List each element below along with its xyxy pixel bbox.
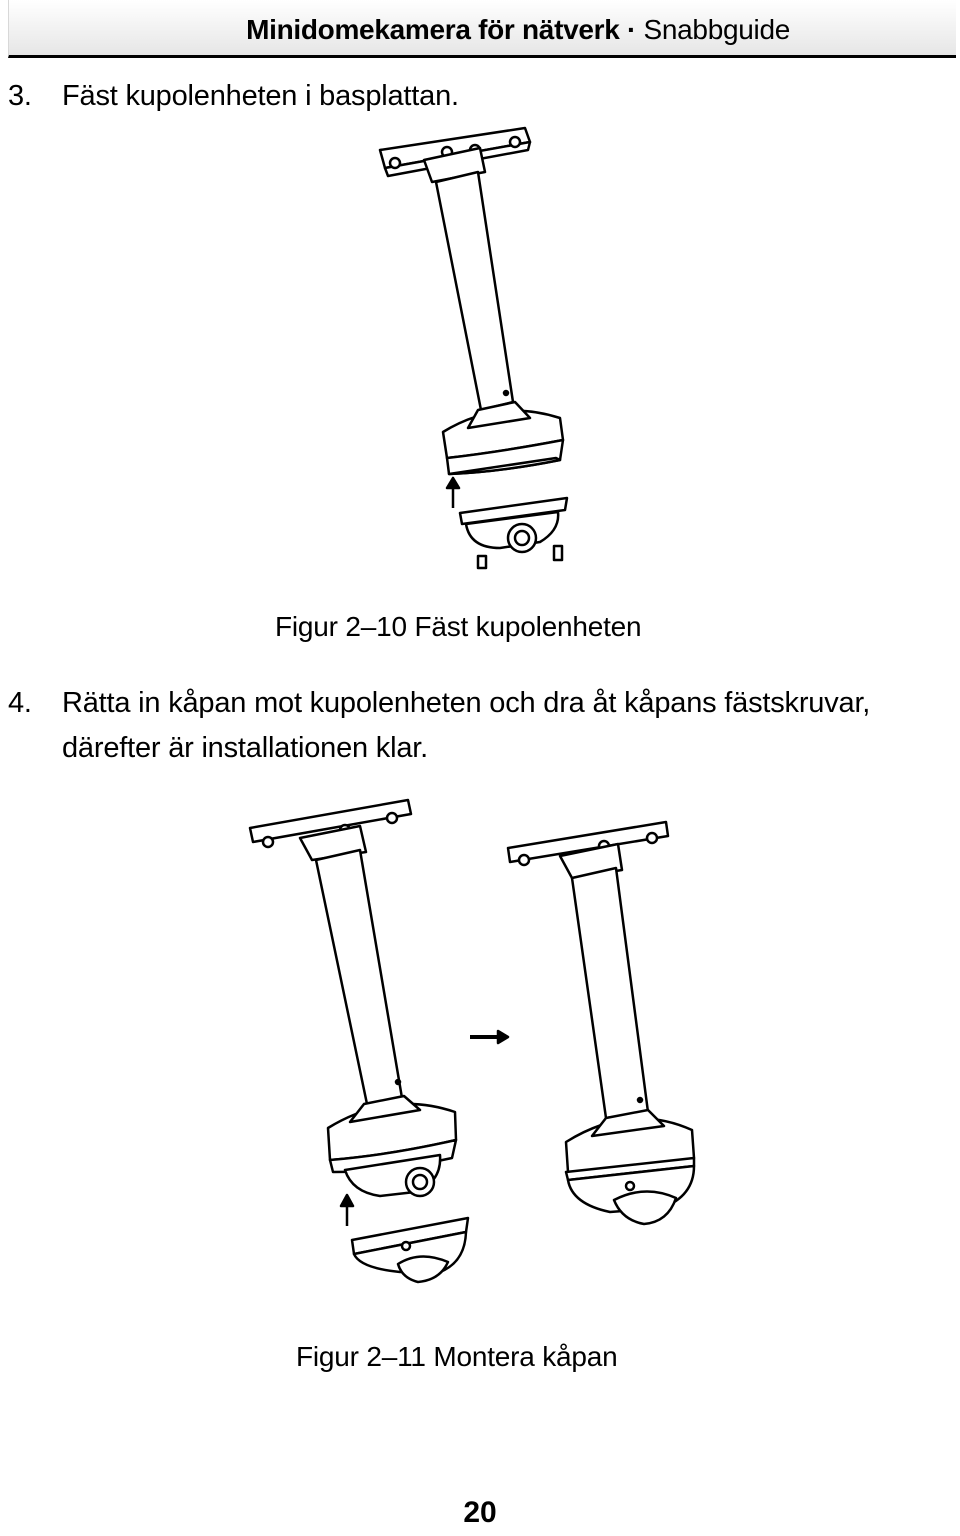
step-3-text: Fäst kupolenheten i basplattan. [62,80,459,112]
header-text: Minidomekamera för nätverk · Snabbguide [246,14,790,46]
step-4: 4. Rätta in kåpan mot kupolenheten och dr… [8,680,870,726]
step-4-text-line1: Rätta in kåpan mot kupolenheten och dra … [62,687,871,719]
page-header: Minidomekamera för nätverk · Snabbguide [8,0,956,58]
page-number: 20 [463,1496,497,1529]
step-4-number: 4. [8,687,32,719]
step-4-text-line2: därefter är installationen klar. [62,732,428,764]
step-3: 3. Fäst kupolenheten i basplattan. [8,73,459,119]
figure-2-11-caption: Figur 2–11 Montera kåpan [296,1341,618,1372]
document-title: Minidomekamera för nätverk [246,14,620,45]
step-3-number: 3. [8,80,32,112]
header-separator: · [627,14,637,45]
figure-2-10-caption: Figur 2–10 Fäst kupolenheten [275,611,642,642]
document-subtitle: Snabbguide [643,14,791,45]
